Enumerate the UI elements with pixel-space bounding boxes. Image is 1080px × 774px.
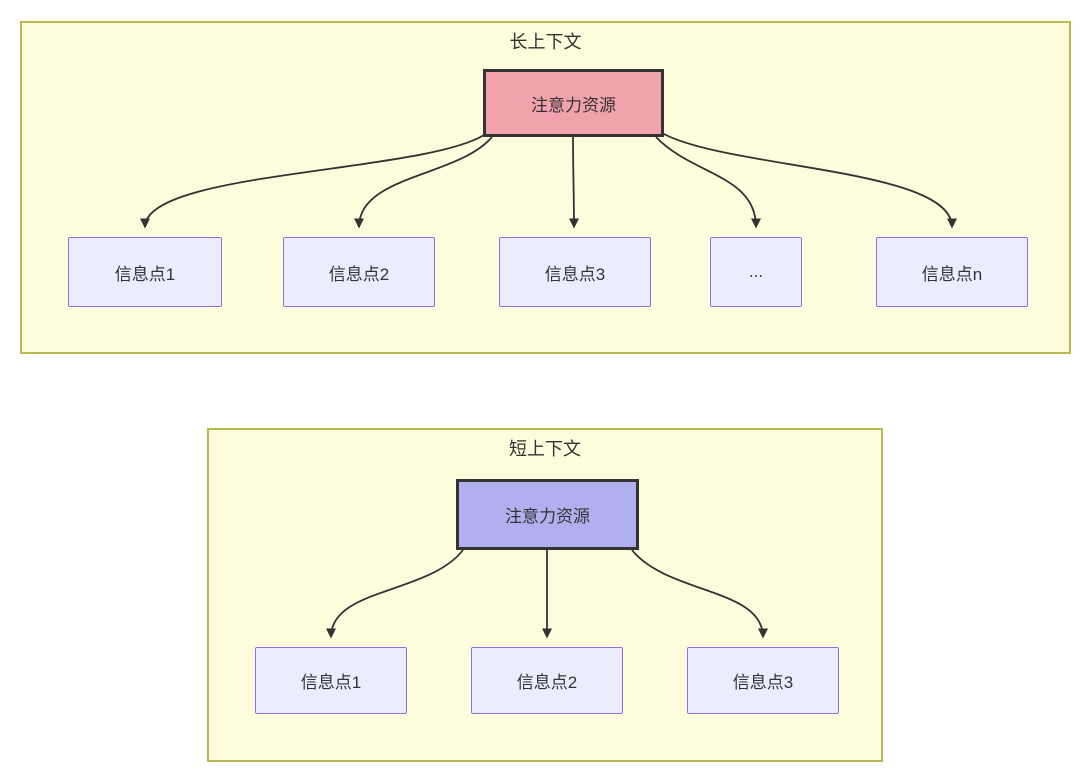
info-node-long-dots: ... xyxy=(710,237,802,307)
info-node-long-3-label: 信息点3 xyxy=(544,264,606,284)
arrow-long-to-info3 xyxy=(568,136,579,229)
arrow-short-to-info3 xyxy=(631,549,768,639)
info-node-short-1: 信息点1 xyxy=(255,647,407,714)
short-context-edges xyxy=(326,549,768,639)
attention-resource-long-label: 注意力资源 xyxy=(531,95,616,115)
info-node-long-n: 信息点n xyxy=(876,237,1028,307)
cluster-long-context: 长上下文 注意力资源 信息点1 信息点2 信息点3 ... xyxy=(20,21,1071,354)
attention-resource-long: 注意力资源 xyxy=(483,69,664,137)
arrow-long-to-dots xyxy=(655,136,761,229)
arrow-short-to-info1 xyxy=(326,549,464,639)
info-node-long-2: 信息点2 xyxy=(283,237,435,307)
info-node-short-3: 信息点3 xyxy=(687,647,839,714)
arrow-long-to-infon xyxy=(661,132,957,229)
info-node-short-2-label: 信息点2 xyxy=(516,673,578,692)
info-node-long-dots-label: ... xyxy=(748,262,764,281)
info-node-short-3-label: 信息点3 xyxy=(732,673,794,692)
cluster-short-title: 短上下文 xyxy=(509,439,581,459)
cluster-long-title: 长上下文 xyxy=(509,32,582,52)
long-context-edges xyxy=(140,132,957,229)
cluster-short-context: 短上下文 注意力资源 信息点1 信息点2 信息点3 xyxy=(207,428,883,762)
info-node-long-n-label: 信息点n xyxy=(921,264,983,284)
attention-resource-short-label: 注意力资源 xyxy=(505,507,590,526)
info-node-long-1: 信息点1 xyxy=(68,237,222,307)
info-node-short-1-label: 信息点1 xyxy=(300,673,362,692)
info-node-short-2: 信息点2 xyxy=(471,647,623,714)
info-node-long-3: 信息点3 xyxy=(499,237,651,307)
info-node-long-1-label: 信息点1 xyxy=(114,264,176,284)
attention-resource-short: 注意力资源 xyxy=(456,479,639,550)
info-node-long-2-label: 信息点2 xyxy=(328,264,390,284)
arrow-long-to-info1 xyxy=(140,134,485,229)
arrow-long-to-info2 xyxy=(354,136,493,229)
